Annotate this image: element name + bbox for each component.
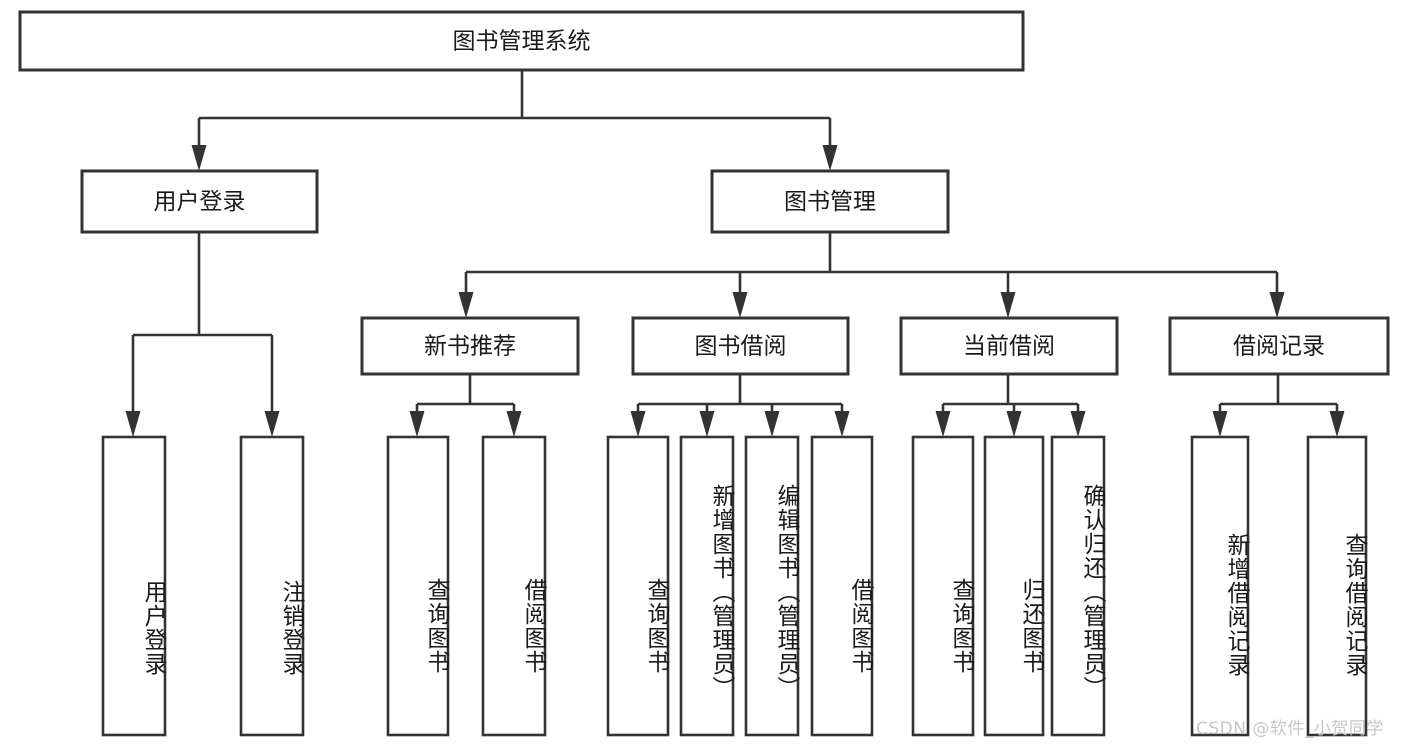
connectors-layer xyxy=(125,70,1345,437)
node-box-l-query-record[interactable] xyxy=(1306,435,1368,737)
connector-borrow-record xyxy=(1212,374,1345,437)
node-box-l-borrow-book-2[interactable] xyxy=(810,435,874,737)
node-box-l-add-record[interactable] xyxy=(1190,435,1250,737)
connector-root xyxy=(191,70,838,171)
node-box-l-query-book-3[interactable] xyxy=(911,435,975,737)
node-box-l-query-book-2[interactable] xyxy=(606,435,670,737)
connector-book-manage xyxy=(458,232,1285,318)
node-box-user-login[interactable] xyxy=(80,169,319,234)
node-box-new-book-rec[interactable] xyxy=(360,316,580,376)
node-box-leaf-user-login[interactable] xyxy=(101,435,167,737)
node-box-borrow-record[interactable] xyxy=(1168,316,1390,376)
node-box-l-borrow-book-1[interactable] xyxy=(481,435,547,737)
node-label-root: 图书管理系统 xyxy=(453,29,591,55)
node-box-l-query-book-1[interactable] xyxy=(386,435,450,737)
node-box-l-edit-book[interactable] xyxy=(744,435,800,737)
node-label-current-borrow: 当前借阅 xyxy=(963,334,1055,360)
node-box-l-add-book[interactable] xyxy=(679,435,735,737)
connector-user-login xyxy=(125,232,280,437)
node-label-book-borrow: 图书借阅 xyxy=(695,334,787,360)
connector-current-borrow xyxy=(935,374,1086,437)
boxes-layer xyxy=(18,10,1390,737)
watermark-text: CSDN @软件_小贺同学 xyxy=(1196,719,1384,739)
node-box-book-borrow[interactable] xyxy=(631,316,850,376)
node-box-root[interactable] xyxy=(18,10,1025,72)
connector-book-borrow xyxy=(630,374,850,437)
node-label-book-manage: 图书管理 xyxy=(784,189,876,215)
node-box-leaf-user-logout[interactable] xyxy=(239,435,305,737)
node-box-l-return-book[interactable] xyxy=(983,435,1045,737)
node-label-user-login: 用户登录 xyxy=(154,189,246,215)
node-label-borrow-record: 借阅记录 xyxy=(1233,334,1325,360)
node-box-current-borrow[interactable] xyxy=(899,316,1119,376)
node-label-new-book-rec: 新书推荐 xyxy=(424,334,516,360)
node-box-book-manage[interactable] xyxy=(710,169,950,234)
connector-new-book-rec xyxy=(409,374,522,437)
node-box-l-confirm-return[interactable] xyxy=(1050,435,1106,737)
